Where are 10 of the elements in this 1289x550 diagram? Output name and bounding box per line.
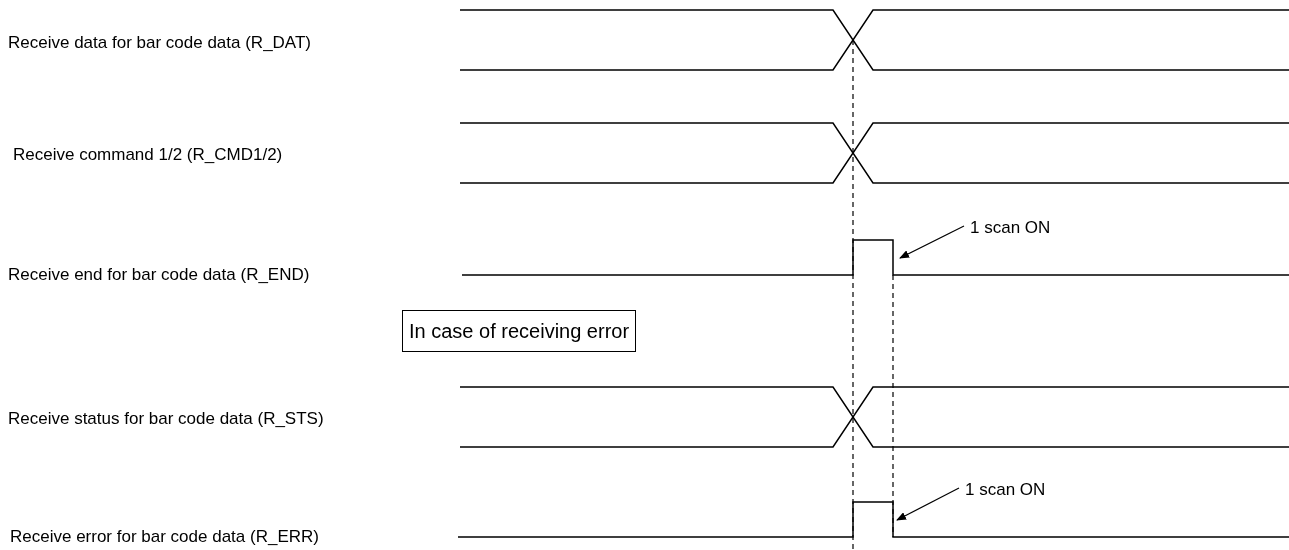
signal-label: Receive error for bar code data (R_ERR) xyxy=(10,527,319,547)
leader-line xyxy=(896,487,960,521)
leader-line xyxy=(899,225,965,259)
annotation-text: 1 scan ON xyxy=(970,218,1051,238)
signal-label: Receive end for bar code data (R_END) xyxy=(8,265,310,285)
condition-note-box: In case of receiving error xyxy=(402,310,637,352)
signal-label: Receive data for bar code data (R_DAT) xyxy=(8,33,311,53)
annotation-text: 1 scan ON xyxy=(965,480,1046,500)
signal-label: Receive status for bar code data (R_STS) xyxy=(8,409,324,429)
signal-label: Receive command 1/2 (R_CMD1/2) xyxy=(13,145,283,165)
